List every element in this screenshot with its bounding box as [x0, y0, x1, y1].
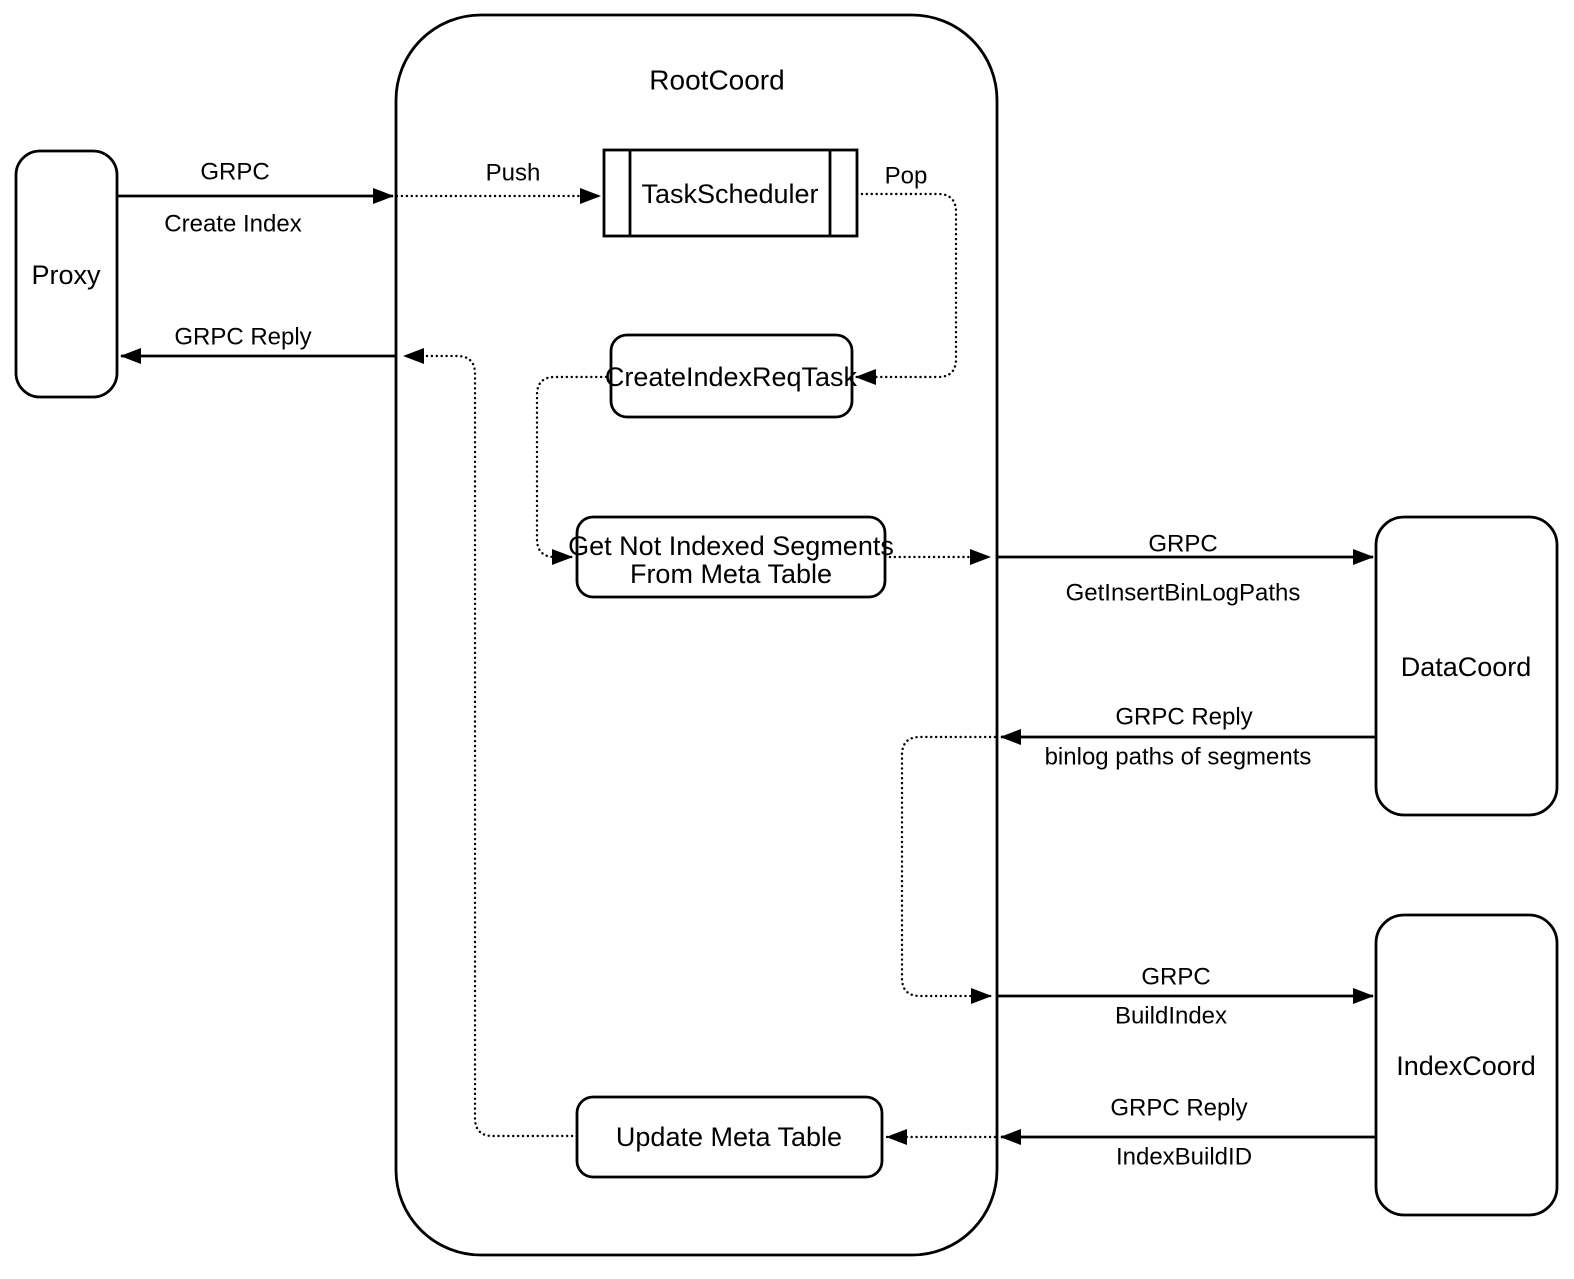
index-coord-node	[1374, 913, 1559, 1217]
get-not-indexed-segments-label-line1: Get Not Indexed Segments	[568, 531, 894, 561]
edge-label-binlog-reply-payload: binlog paths of segments	[1045, 744, 1312, 771]
edge-label-create-index-protocol: GRPC	[200, 159, 269, 186]
data-coord-label: DataCoord	[1401, 652, 1532, 682]
edge-label-index-build-reply-protocol: GRPC Reply	[1110, 1095, 1247, 1122]
edge-pop-to-create-index-req-task	[854, 192, 958, 385]
get-not-indexed-segments-label-line2: From Meta Table	[630, 559, 832, 589]
edge-label-build-index-protocol: GRPC	[1141, 964, 1210, 991]
create-index-req-task-label: CreateIndexReqTask	[605, 362, 858, 392]
update-meta-table-label: Update Meta Table	[616, 1122, 842, 1152]
edge-label-proxy-reply: GRPC Reply	[174, 324, 311, 351]
edge-label-pop: Pop	[885, 163, 928, 190]
task-scheduler-label: TaskScheduler	[641, 179, 818, 209]
edge-create-index-req-task-to-get-not-indexed	[535, 375, 613, 565]
edge-label-binlog-request-protocol: GRPC	[1148, 531, 1217, 558]
edge-label-binlog-request-method: GetInsertBinLogPaths	[1066, 580, 1301, 607]
index-coord-label: IndexCoord	[1396, 1051, 1536, 1081]
edge-label-create-index-method: Create Index	[164, 211, 301, 238]
task-scheduler-node	[602, 148, 859, 238]
edge-label-binlog-reply-protocol: GRPC Reply	[1115, 704, 1252, 731]
proxy-node	[14, 149, 119, 399]
proxy-label: Proxy	[31, 260, 101, 290]
rootcoord-container	[394, 13, 999, 1257]
edge-label-build-index-method: BuildIndex	[1115, 1003, 1227, 1030]
rootcoord-title: RootCoord	[649, 65, 784, 96]
edge-label-push: Push	[486, 160, 541, 187]
edge-label-index-build-reply-payload: IndexBuildID	[1116, 1144, 1252, 1171]
edge-binlog-reply-routing	[900, 735, 997, 1004]
edge-update-meta-table-to-border	[402, 348, 579, 1138]
data-coord-node	[1374, 515, 1559, 817]
